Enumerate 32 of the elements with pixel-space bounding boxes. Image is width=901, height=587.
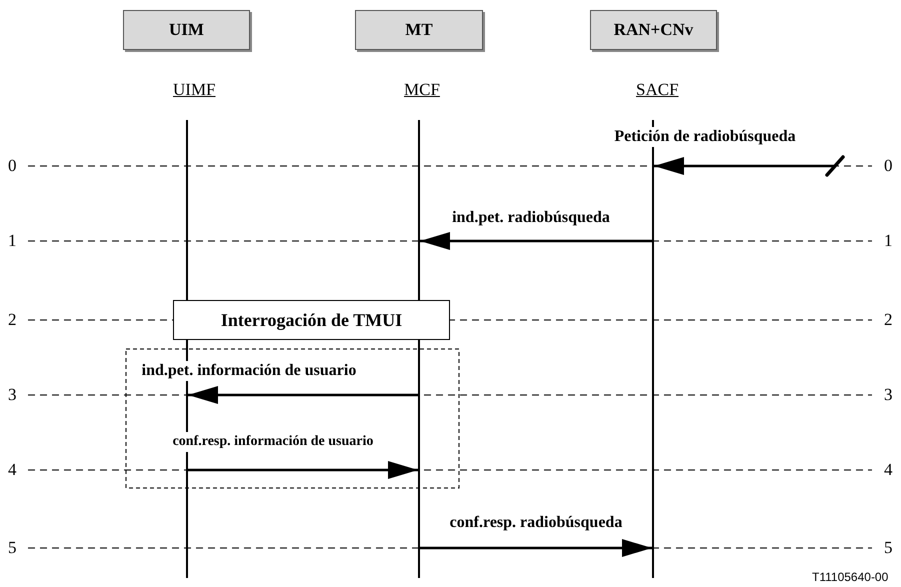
procedure-box: Interrogación de TMUI xyxy=(173,300,450,340)
message-arrow xyxy=(420,232,652,250)
message-arrow xyxy=(188,461,418,479)
entity-box: MT xyxy=(355,10,483,50)
row-number: 4 xyxy=(8,460,16,480)
edge-label: conf.resp. información de usuario xyxy=(170,432,376,452)
row-number: 0 xyxy=(884,156,892,176)
lifeline xyxy=(418,120,420,578)
row-number: 2 xyxy=(884,310,892,330)
message-arrow xyxy=(654,157,835,175)
edge-label: conf.resp. radiobúsqueda xyxy=(448,513,624,533)
edge-label: Petición de radiobúsqueda xyxy=(612,127,798,147)
row-number: 3 xyxy=(8,385,16,405)
edge-label: ind.pet. radiobúsqueda xyxy=(450,208,612,228)
function-label: MCF xyxy=(404,80,440,100)
figure-code: T11105640-00 xyxy=(812,570,888,584)
row-number: 5 xyxy=(884,538,892,558)
row-number: 1 xyxy=(8,231,16,251)
message-arrow xyxy=(420,539,652,557)
entity-box: UIM xyxy=(123,10,250,50)
row-number: 4 xyxy=(884,460,892,480)
row-number: 5 xyxy=(8,538,16,558)
message-arrow xyxy=(188,386,418,404)
edge-label: ind.pet. información de usuario xyxy=(140,361,358,381)
entity-box: RAN+CNv xyxy=(590,10,717,50)
row-number: 2 xyxy=(8,310,16,330)
function-label: SACF xyxy=(636,80,679,100)
row-number: 3 xyxy=(884,385,892,405)
function-label: UIMF xyxy=(173,80,216,100)
row-number: 1 xyxy=(884,231,892,251)
lifeline xyxy=(652,120,654,578)
row-number: 0 xyxy=(8,156,16,176)
